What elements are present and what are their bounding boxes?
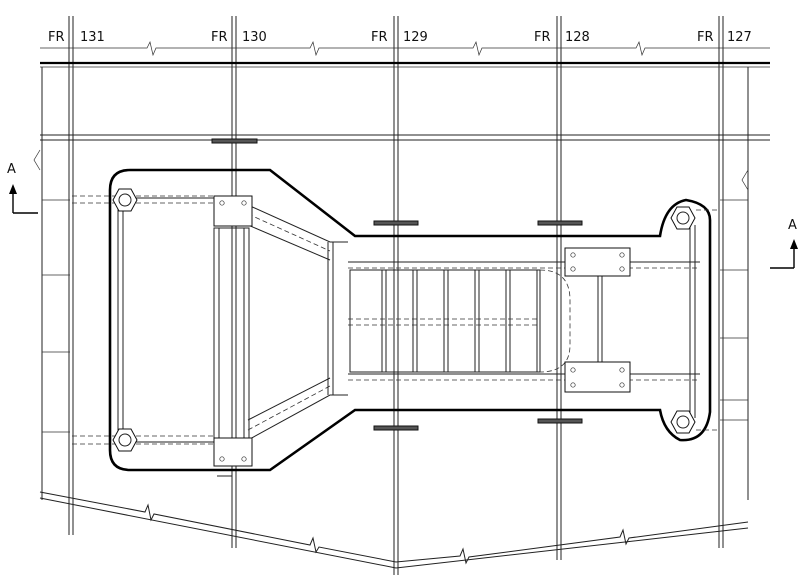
frame-spacing-dimension-line: [40, 40, 770, 57]
frame-label-prefix: FR: [697, 30, 714, 45]
frame-label-number: 127: [727, 30, 752, 45]
shell-stiffener-stubs: [42, 199, 748, 433]
frame-label-prefix: FR: [48, 30, 65, 45]
opening-outline: [108, 168, 712, 472]
hex-bolt-icon: [112, 188, 138, 212]
bottom-hull-lines: [39, 491, 749, 569]
section-letter: A: [788, 218, 797, 233]
frame-label-prefix: FR: [371, 30, 388, 45]
frame-label-number: 128: [565, 30, 590, 45]
frame-label-prefix: FR: [534, 30, 551, 45]
t-bar-stiffeners: [211, 138, 583, 548]
inner-frame-structure: [72, 195, 720, 445]
frame-label-number: 131: [80, 30, 105, 45]
section-letter: A: [7, 162, 16, 177]
frame-label-number: 129: [403, 30, 428, 45]
frame-lines: [68, 16, 724, 575]
mounting-pads: [213, 195, 631, 467]
frame-label-number: 130: [242, 30, 267, 45]
hex-bolt-icon: [670, 206, 696, 230]
deck-edge-lines: [40, 61, 770, 141]
hex-bolt-icons: [112, 188, 696, 452]
section-marker-right: A: [770, 218, 798, 269]
hex-bolt-icon: [112, 428, 138, 452]
section-marker-left: A: [7, 162, 38, 214]
frame-labels: FR 131 FR 130 FR 129 FR 128 FR 127: [48, 30, 752, 45]
frame-label-prefix: FR: [211, 30, 228, 45]
hex-bolt-icon: [670, 410, 696, 434]
side-shell-lines: [33, 67, 749, 500]
